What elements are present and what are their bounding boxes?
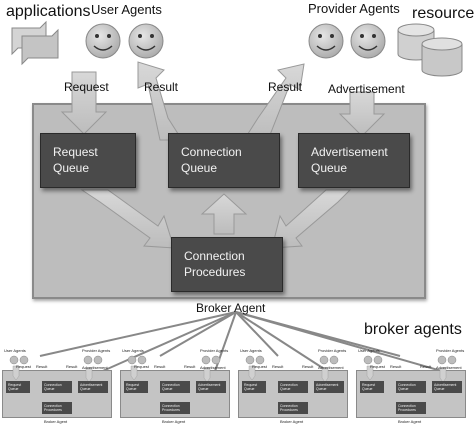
request-to-procedures-arrow xyxy=(80,189,175,249)
result-arrow-left xyxy=(137,61,183,141)
mini-result-right-label: Result xyxy=(420,364,432,369)
mini-request-queue: Request Queue xyxy=(242,381,266,393)
result-arrow-right xyxy=(243,63,305,141)
advertisement-queue: Advertisement Queue xyxy=(298,133,410,188)
mini-provider-agents-label: Provider Agents xyxy=(318,348,347,353)
advertisement-to-procedures-arrow xyxy=(271,189,352,249)
mini-user-agents-label: User Agents xyxy=(4,348,26,353)
applications-label: applications xyxy=(6,3,91,20)
database-cylinder-icon xyxy=(421,37,463,77)
mini-result-left-label: Result xyxy=(154,364,166,369)
mini-user-agents-label: User Agents xyxy=(122,348,144,353)
mini-advertisement-label: Advertisement xyxy=(318,365,344,370)
mini-request-queue: Request Queue xyxy=(360,381,384,393)
mini-broker-agent: User Agents Provider Agents Request Resu… xyxy=(236,344,352,426)
mini-advertisement-queue: Advertisement Queue xyxy=(432,381,462,393)
smiley-face-icon xyxy=(85,23,121,59)
mini-faces xyxy=(9,355,103,383)
request-arrow xyxy=(60,71,108,135)
mini-request-label: Request xyxy=(370,364,385,369)
mini-broker-agent: User Agents Provider Agents Request Resu… xyxy=(118,344,234,426)
resources-label: resources xyxy=(412,5,474,22)
broker-agent-label: Broker Agent xyxy=(196,301,266,315)
mini-broker-agent-label: Broker Agent xyxy=(162,419,186,424)
mini-result-right-label: Result xyxy=(302,364,314,369)
request-queue: Request Queue xyxy=(40,133,136,188)
provider-agents-label: Provider Agents xyxy=(308,1,400,16)
mini-provider-agents-label: Provider Agents xyxy=(436,348,465,353)
mini-broker-agent-label: Broker Agent xyxy=(398,419,422,424)
mini-provider-agents-label: Provider Agents xyxy=(82,348,111,353)
mini-broker-agent-label: Broker Agent xyxy=(280,419,304,424)
mini-connection-queue: Connection Queue xyxy=(396,381,426,393)
mini-result-left-label: Result xyxy=(272,364,284,369)
smiley-face-icon xyxy=(128,23,164,59)
connection-queue: Connection Queue xyxy=(168,133,280,188)
mini-connection-queue: Connection Queue xyxy=(278,381,308,393)
mini-connection-queue: Connection Queue xyxy=(42,381,72,393)
mini-connection-procedures: Connection Procedures xyxy=(160,402,190,414)
mini-advertisement-queue: Advertisement Queue xyxy=(314,381,344,393)
mini-advertisement-label: Advertisement xyxy=(82,365,108,370)
mini-broker-agent-label: Broker Agent xyxy=(44,419,68,424)
broker-agents-label: broker agents xyxy=(364,321,462,338)
mini-connection-procedures: Connection Procedures xyxy=(42,402,72,414)
mini-result-right-label: Result xyxy=(184,364,196,369)
mini-request-label: Request xyxy=(252,364,267,369)
user-agents-label: User Agents xyxy=(91,2,162,17)
procedures-to-connection-arrow xyxy=(200,193,248,235)
mini-advertisement-queue: Advertisement Queue xyxy=(196,381,226,393)
mini-request-label: Request xyxy=(134,364,149,369)
advertisement-arrow xyxy=(338,91,386,137)
mini-connection-queue: Connection Queue xyxy=(160,381,190,393)
result-left-label: Result xyxy=(144,80,179,94)
advertisement-label: Advertisement xyxy=(328,82,405,96)
mini-provider-agents-label: Provider Agents xyxy=(200,348,229,353)
mini-user-agents-label: User Agents xyxy=(358,348,380,353)
mini-request-queue: Request Queue xyxy=(124,381,148,393)
mini-request-queue: Request Queue xyxy=(6,381,30,393)
mini-result-left-label: Result xyxy=(390,364,402,369)
mini-advertisement-label: Advertisement xyxy=(436,365,462,370)
request-label: Request xyxy=(64,80,109,94)
mini-result-right-label: Result xyxy=(66,364,78,369)
mini-request-label: Request xyxy=(16,364,31,369)
mini-broker-agent: User Agents Provider Agents Request Resu… xyxy=(0,344,116,426)
mini-faces xyxy=(363,355,457,383)
mini-user-agents-label: User Agents xyxy=(240,348,262,353)
smiley-face-icon xyxy=(308,23,344,59)
mini-result-left-label: Result xyxy=(36,364,48,369)
document-stack-icon xyxy=(11,20,59,66)
result-right-label: Result xyxy=(268,80,303,94)
mini-faces xyxy=(245,355,339,383)
broker-links xyxy=(39,311,453,375)
mini-faces xyxy=(127,355,221,383)
mini-broker-agent: User Agents Provider Agents Request Resu… xyxy=(354,344,470,426)
mini-advertisement-queue: Advertisement Queue xyxy=(78,381,108,393)
connection-procedures: Connection Procedures xyxy=(171,237,283,292)
smiley-face-icon xyxy=(350,23,386,59)
mini-advertisement-label: Advertisement xyxy=(200,365,226,370)
mini-connection-procedures: Connection Procedures xyxy=(396,402,426,414)
mini-connection-procedures: Connection Procedures xyxy=(278,402,308,414)
